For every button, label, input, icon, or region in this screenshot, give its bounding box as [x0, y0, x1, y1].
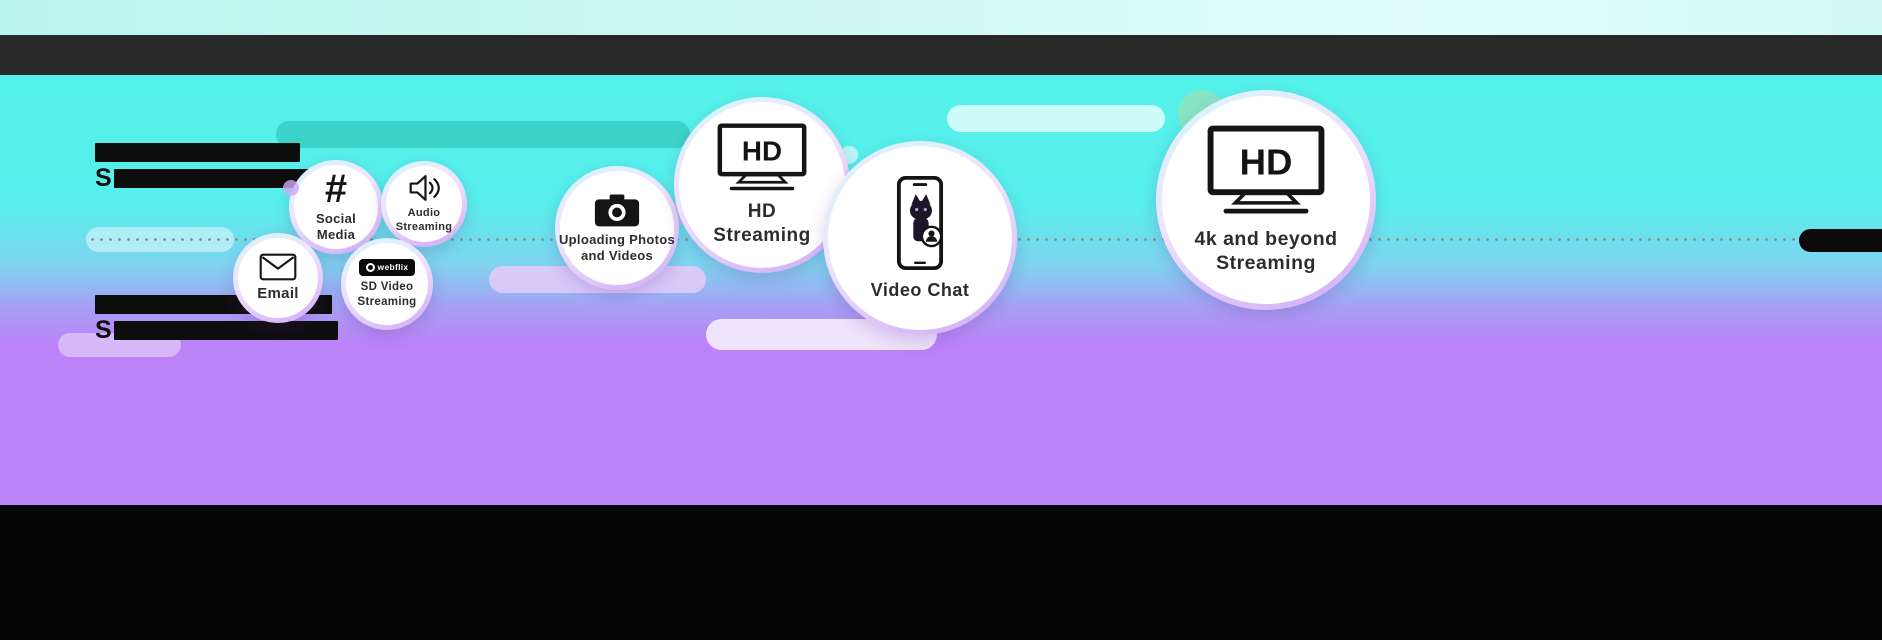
heading-letter: S — [95, 164, 112, 192]
webflix-logo-text: webflix — [377, 262, 409, 273]
bubble-email: Email — [233, 233, 323, 323]
deco-pill-white — [947, 105, 1165, 132]
bubble-uhd-streaming: HD 4k and beyond Streaming — [1156, 90, 1376, 310]
bubble-label: Email — [257, 284, 299, 302]
bubble-label: 4k and beyond Streaming — [1194, 227, 1338, 274]
hd-tv-icon: HD — [1207, 125, 1325, 214]
hashtag-icon: # — [324, 166, 348, 211]
redacted-bar — [95, 143, 300, 162]
bubble-video-chat: Video Chat — [823, 141, 1017, 335]
redacted-bar — [113, 321, 338, 340]
heading-letter: S — [95, 316, 112, 344]
camera-icon — [594, 194, 640, 227]
webflix-logo: webflix — [358, 259, 416, 277]
right-edge-black-pill — [1799, 229, 1882, 252]
deco-circle-small — [283, 180, 299, 196]
bubble-label: Uploading Photos and Videos — [558, 231, 675, 263]
bubble-label: Video Chat — [870, 279, 970, 300]
top-black-bar — [0, 35, 1882, 75]
bubble-label: SD Video Streaming — [357, 281, 417, 308]
bubble-label: Social Media — [315, 210, 357, 242]
bubble-social-media: # Social Media — [289, 160, 383, 254]
bubble-audio-streaming: Audio Streaming — [381, 161, 467, 247]
envelope-icon — [259, 253, 297, 281]
bubble-label: HD Streaming — [713, 200, 811, 246]
webflix-circle-icon — [365, 263, 375, 273]
bubble-uploading: Uploading Photos and Videos — [555, 166, 679, 290]
bubble-sd-video-streaming: webflix SD Video Streaming — [341, 238, 433, 330]
top-cyan-strip — [0, 0, 1882, 35]
svg-text:HD: HD — [1240, 141, 1293, 182]
deco-pill-teal — [276, 121, 690, 148]
bubble-hd-streaming: HD HD Streaming — [674, 97, 850, 273]
redacted-heading-top: S — [95, 143, 315, 191]
svg-text:HD: HD — [742, 135, 782, 166]
video-chat-phone-icon — [896, 175, 944, 270]
bottom-black-bar — [0, 505, 1882, 640]
hd-tv-icon: HD — [717, 123, 807, 191]
redacted-bar — [113, 169, 315, 188]
speaker-icon — [409, 175, 440, 202]
bubble-label: Audio Streaming — [395, 207, 453, 233]
